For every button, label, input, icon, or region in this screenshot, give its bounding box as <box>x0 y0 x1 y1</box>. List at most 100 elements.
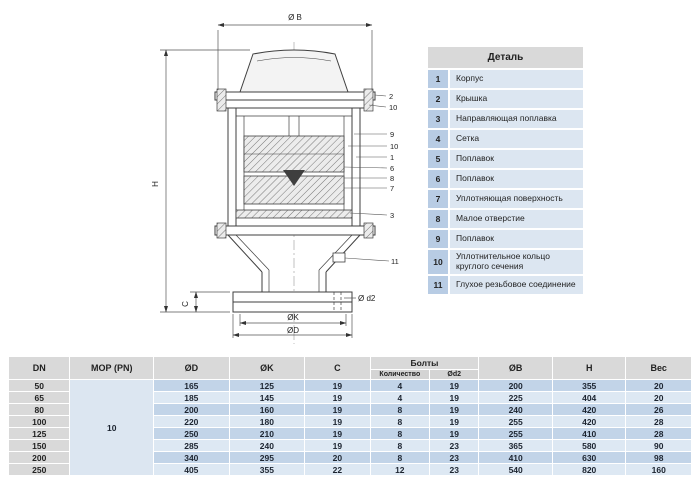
part-name: Уплотняющая поверхность <box>450 190 583 208</box>
callout-3: 3 <box>390 211 394 220</box>
spec-cell-b: 240 <box>479 404 552 415</box>
part-number: 11 <box>428 275 448 294</box>
spec-cell-h: 630 <box>552 452 626 463</box>
spec-cell-d: 220 <box>154 416 229 427</box>
callout-leaders <box>343 94 390 262</box>
col-header-b: ØB <box>479 357 552 379</box>
spec-cell-qty: 8 <box>370 416 430 427</box>
spec-cell-weight: 28 <box>626 416 691 427</box>
spec-cell-c: 20 <box>305 452 370 463</box>
spec-cell-weight: 98 <box>626 452 691 463</box>
spec-cell-dn: 200 <box>9 452 70 463</box>
spec-cell-h: 404 <box>552 392 626 403</box>
spec-cell-d: 200 <box>154 404 229 415</box>
parts-table-title: Деталь <box>428 47 583 68</box>
dim-d-label: ØD <box>287 326 299 335</box>
spec-cell-h: 420 <box>552 416 626 427</box>
spec-cell-mop: 10 <box>70 380 154 475</box>
spec-cell-qty: 8 <box>370 452 430 463</box>
spec-cell-c: 19 <box>305 404 370 415</box>
col-header-k: ØK <box>229 357 305 379</box>
spec-cell-d2: 23 <box>430 440 479 451</box>
spec-cell-d: 285 <box>154 440 229 451</box>
spec-cell-dn: 65 <box>9 392 70 403</box>
callout-7: 7 <box>390 184 394 193</box>
spec-cell-weight: 20 <box>626 380 691 391</box>
spec-cell-b: 255 <box>479 416 552 427</box>
spec-cell-c: 19 <box>305 392 370 403</box>
spec-cell-k: 125 <box>229 380 305 391</box>
col-header-weight: Вес <box>626 357 691 379</box>
spec-cell-d: 165 <box>154 380 229 391</box>
spec-table: DN МОР (PN) ØD ØK C Болты ØB H Вес Колич… <box>8 356 692 476</box>
part-name: Крышка <box>450 90 583 108</box>
part-name: Поплавок <box>450 170 583 188</box>
spec-cell-qty: 8 <box>370 428 430 439</box>
spec-cell-d2: 19 <box>430 392 479 403</box>
col-header-dn: DN <box>9 357 70 379</box>
blind-plug <box>332 252 346 263</box>
spec-cell-d2: 19 <box>430 428 479 439</box>
bolt-icon <box>216 222 227 239</box>
spec-cell-k: 355 <box>229 464 305 475</box>
col-header-c: C <box>305 357 370 379</box>
spec-cell-c: 19 <box>305 428 370 439</box>
spec-cell-d2: 19 <box>430 416 479 427</box>
spec-cell-dn: 80 <box>9 404 70 415</box>
spec-cell-dn: 250 <box>9 464 70 475</box>
col-header-d: ØD <box>154 357 229 379</box>
callout-8: 8 <box>390 174 394 183</box>
spec-cell-c: 19 <box>305 380 370 391</box>
spec-cell-dn: 100 <box>9 416 70 427</box>
part-name: Уплотнительное кольцо круглого сечения <box>450 250 583 274</box>
dim-b-label: Ø B <box>288 13 302 22</box>
seal-triangle <box>283 170 305 186</box>
spec-cell-b: 200 <box>479 380 552 391</box>
part-name: Направляющая поплавка <box>450 110 583 128</box>
spec-cell-d: 340 <box>154 452 229 463</box>
callout-10b: 10 <box>390 142 398 151</box>
spec-subheader-row: Количество Ød2 <box>9 370 691 379</box>
dim-d2-label: Ø d2 <box>358 294 376 303</box>
spec-cell-c: 22 <box>305 464 370 475</box>
part-number: 9 <box>428 230 448 248</box>
spec-cell-d: 250 <box>154 428 229 439</box>
spec-cell-b: 540 <box>479 464 552 475</box>
dim-c-label: C <box>181 301 190 307</box>
part-number: 2 <box>428 90 448 108</box>
spec-cell-k: 160 <box>229 404 305 415</box>
spec-cell-qty: 12 <box>370 464 430 475</box>
spec-cell-k: 145 <box>229 392 305 403</box>
part-number: 10 <box>428 250 448 274</box>
spec-cell-d2: 23 <box>430 464 479 475</box>
spec-cell-c: 19 <box>305 416 370 427</box>
spec-cell-h: 410 <box>552 428 626 439</box>
bolt-icon <box>363 88 374 112</box>
spec-cell-dn: 125 <box>9 428 70 439</box>
float-lower <box>243 175 345 205</box>
part-number: 8 <box>428 210 448 228</box>
spec-cell-d2: 19 <box>430 380 479 391</box>
part-name: Корпус <box>450 70 583 88</box>
spec-cell-weight: 160 <box>626 464 691 475</box>
spec-cell-weight: 28 <box>626 428 691 439</box>
callout-9: 9 <box>390 130 394 139</box>
spec-cell-dn: 50 <box>9 380 70 391</box>
spec-cell-h: 820 <box>552 464 626 475</box>
